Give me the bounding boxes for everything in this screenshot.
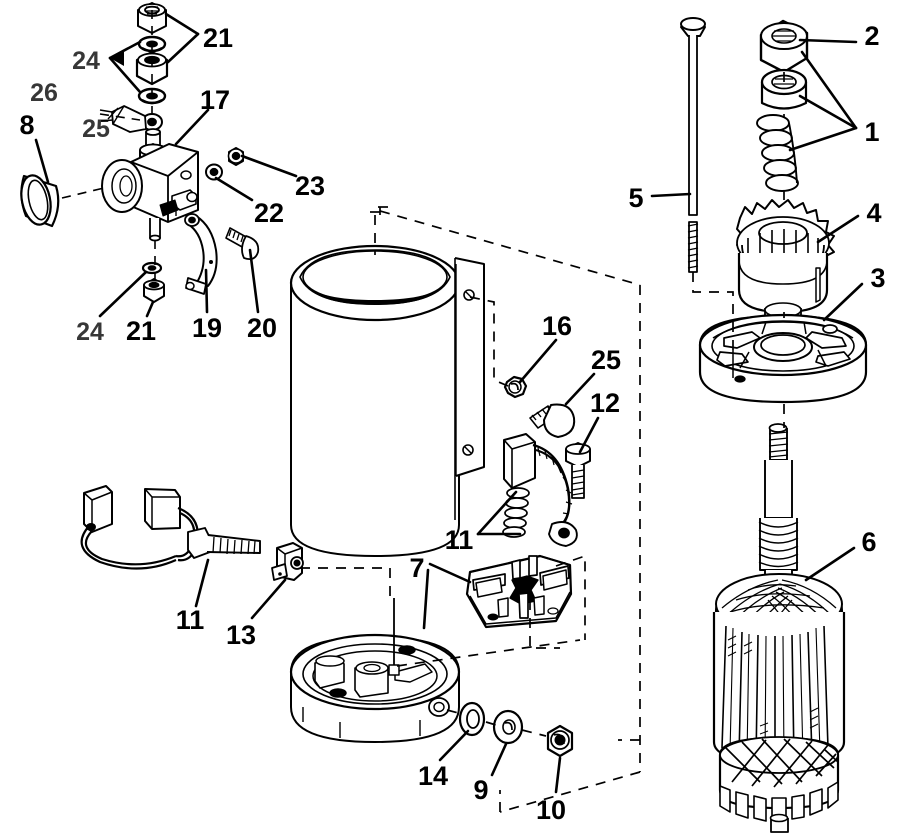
callout-25-solenoid: 25 [82, 115, 110, 143]
end-cap-hardware [458, 701, 574, 758]
callout-4: 4 [866, 198, 881, 228]
callout-22: 22 [254, 198, 284, 228]
flat-washer-9 [492, 709, 524, 745]
callout-11-left: 11 [176, 605, 205, 635]
callout-5: 5 [628, 183, 643, 213]
pinion-spacer [760, 68, 808, 110]
strap-screw [225, 227, 260, 261]
brush-with-lead [503, 433, 578, 547]
solenoid-assembly [20, 2, 260, 303]
terminal-bracket-13 [271, 542, 304, 581]
callout-1: 1 [864, 117, 879, 147]
leader-lines [34, 12, 864, 794]
callout-3: 3 [870, 263, 885, 293]
callout-24-top: 24 [72, 47, 100, 75]
callout-26: 26 [30, 79, 58, 107]
callout-13: 13 [226, 620, 256, 650]
hex-nut-lower [143, 278, 165, 303]
leader-arrowheads [110, 50, 124, 66]
small-lock-washer [205, 163, 223, 181]
callout-20: 20 [247, 313, 277, 343]
callout-19: 19 [192, 313, 222, 343]
through-bolt [680, 17, 706, 273]
callout-14: 14 [418, 761, 448, 791]
terminal-boot-cover [20, 174, 60, 228]
lock-nut-10 [546, 724, 574, 758]
assembly-dash-paths [300, 72, 785, 813]
callout-21-top: 21 [203, 23, 233, 53]
pinion-spring [756, 114, 799, 192]
callout-21-bottom: 21 [126, 316, 156, 346]
callout-2: 2 [864, 21, 879, 51]
pinion-drive-gear [736, 199, 835, 327]
callout-23: 23 [295, 171, 325, 201]
flat-washer-lower [141, 261, 163, 275]
solenoid-lead-wire [99, 105, 163, 133]
brush-set-assembly [80, 485, 261, 570]
callout-10: 10 [536, 795, 566, 825]
commutator-end-cap [289, 598, 461, 743]
callout-12: 12 [590, 388, 620, 418]
solenoid-body [101, 128, 199, 242]
drive-end-plate [698, 313, 868, 404]
callout-11-right: 11 [445, 525, 474, 555]
solenoid-strap [184, 213, 218, 295]
assembly-dash-lines-left [61, 10, 156, 280]
callout-8: 8 [19, 110, 34, 140]
brush-spring [502, 487, 530, 538]
motor-frame [289, 244, 485, 557]
callout-7: 7 [409, 553, 424, 583]
callout-24-bottom: 24 [76, 318, 104, 346]
callout-labels: 2 1 4 3 5 6 7 8 9 10 11 11 12 13 14 16 1… [19, 21, 885, 825]
brush-holder-plate [465, 554, 573, 629]
callout-17: 17 [200, 85, 230, 115]
callout-9: 9 [473, 775, 488, 805]
sealing-washer-14 [458, 701, 486, 737]
pinion-lock-nut [759, 19, 809, 74]
callout-16: 16 [542, 311, 572, 341]
small-nut [227, 147, 245, 166]
callout-6: 6 [861, 527, 876, 557]
terminal-screw-25 [529, 403, 576, 438]
drive-assembly [680, 17, 868, 833]
armature [712, 423, 846, 833]
callout-25-right: 25 [591, 345, 621, 375]
